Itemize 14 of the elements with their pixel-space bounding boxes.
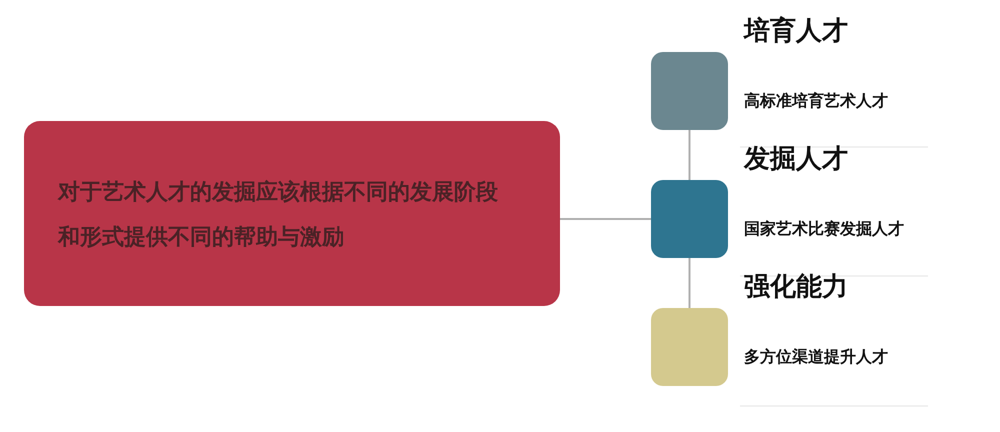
item-description: 国家艺术比赛发掘人才 (744, 220, 904, 240)
connector-line (688, 130, 690, 180)
connector-line (560, 218, 651, 220)
item-description: 高标准培育艺术人才 (744, 92, 888, 112)
item-heading: 培育人才 (744, 15, 848, 47)
connector-line (688, 258, 690, 308)
color-square (651, 180, 728, 258)
color-square (651, 52, 728, 130)
color-square (651, 308, 728, 386)
item-description: 多方位渠道提升人才 (744, 348, 888, 368)
item-heading: 发掘人才 (744, 143, 848, 175)
statement-text: 对于艺术人才的发掘应该根据不同的发展阶段和形式提供不同的帮助与激励 (58, 178, 499, 250)
statement-box (24, 121, 560, 306)
item-heading: 强化能力 (744, 271, 848, 303)
